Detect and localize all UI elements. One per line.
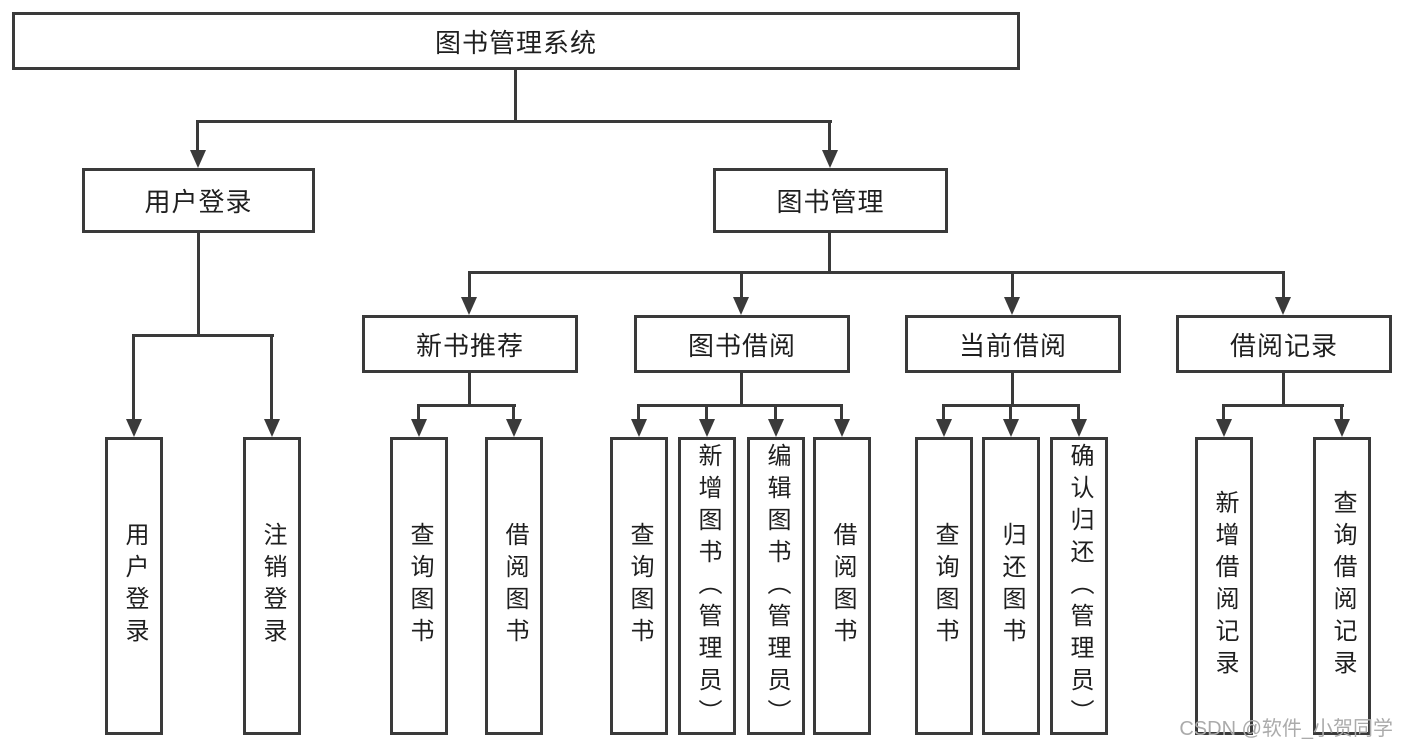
leaf-add-books-admin-label: 新增图书（管理员） xyxy=(694,443,721,731)
node-book-management: 图书管理 xyxy=(713,168,948,233)
leaf-user-login: 用户登录 xyxy=(105,437,163,735)
leaf-return-books: 归还图书 xyxy=(982,437,1040,735)
leaf-edit-books-admin: 编辑图书（管理员） xyxy=(747,437,805,735)
arrow-down-icon xyxy=(1275,297,1291,315)
arrow-down-icon xyxy=(126,419,142,437)
arrow-down-icon xyxy=(1216,419,1232,437)
node-root-system: 图书管理系统 xyxy=(12,12,1020,70)
connector-line xyxy=(1009,404,1012,421)
connector-line xyxy=(774,404,777,421)
node-user-login: 用户登录 xyxy=(82,168,315,233)
leaf-add-books-admin: 新增图书（管理员） xyxy=(678,437,736,735)
connector-line xyxy=(740,373,743,407)
arrow-down-icon xyxy=(768,419,784,437)
leaf-logout-login: 注销登录 xyxy=(243,437,301,735)
arrow-down-icon xyxy=(190,150,206,168)
connector-line xyxy=(637,404,640,421)
leaf-query-borrow-record-label: 查询借阅记录 xyxy=(1329,490,1356,682)
connector-line xyxy=(1222,404,1225,421)
connector-line xyxy=(197,233,200,336)
arrow-down-icon xyxy=(1071,419,1087,437)
connector-line xyxy=(132,334,135,422)
node-root-label: 图书管理系统 xyxy=(434,27,597,58)
connector-line xyxy=(1282,271,1285,299)
connector-line xyxy=(1222,404,1344,407)
leaf-query-books-newrec: 查询图书 xyxy=(390,437,448,735)
node-user-login-label: 用户登录 xyxy=(144,187,253,217)
connector-line xyxy=(196,120,832,123)
node-new-book-recommend: 新书推荐 xyxy=(362,315,578,373)
node-book-management-label: 图书管理 xyxy=(776,187,885,217)
leaf-borrow-books-borrowing-label: 借阅图书 xyxy=(829,522,856,650)
node-book-borrowing-label: 图书借阅 xyxy=(687,330,796,361)
connector-line xyxy=(740,271,743,299)
leaf-query-books-borrowing: 查询图书 xyxy=(610,437,668,735)
connector-line xyxy=(1077,404,1080,421)
connector-line xyxy=(942,404,945,421)
leaf-borrow-books-borrowing: 借阅图书 xyxy=(813,437,871,735)
connector-line xyxy=(1340,404,1343,421)
arrow-down-icon xyxy=(834,419,850,437)
connector-line xyxy=(417,404,420,421)
connector-line xyxy=(468,271,1285,274)
connector-line xyxy=(840,404,843,421)
leaf-return-books-label: 归还图书 xyxy=(998,522,1025,650)
arrow-down-icon xyxy=(733,297,749,315)
leaf-query-books-newrec-label: 查询图书 xyxy=(406,522,433,650)
arrow-down-icon xyxy=(461,297,477,315)
leaf-confirm-return-admin: 确认归还（管理员） xyxy=(1050,437,1108,735)
connector-line xyxy=(828,120,831,152)
leaf-query-books-current-label: 查询图书 xyxy=(931,522,958,650)
connector-line xyxy=(1282,373,1285,407)
node-book-borrowing: 图书借阅 xyxy=(634,315,850,373)
leaf-confirm-return-admin-label: 确认归还（管理员） xyxy=(1066,443,1093,731)
node-borrowing-records-label: 借阅记录 xyxy=(1229,330,1338,361)
connector-line xyxy=(1011,373,1014,407)
connector-line xyxy=(705,404,708,421)
csdn-watermark: CSDN @软件_小贺同学 xyxy=(1179,718,1393,740)
arrow-down-icon xyxy=(264,419,280,437)
leaf-add-borrow-record-label: 新增借阅记录 xyxy=(1211,490,1238,682)
leaf-edit-books-admin-label: 编辑图书（管理员） xyxy=(763,443,790,731)
connector-line xyxy=(828,233,831,274)
arrow-down-icon xyxy=(1004,297,1020,315)
connector-line xyxy=(468,271,471,299)
leaf-borrow-books-newrec-label: 借阅图书 xyxy=(501,522,528,650)
leaf-logout-login-label: 注销登录 xyxy=(259,522,286,650)
arrow-down-icon xyxy=(631,419,647,437)
connector-line xyxy=(417,404,516,407)
connector-line xyxy=(132,334,274,337)
connector-line xyxy=(468,373,471,407)
leaf-user-login-label: 用户登录 xyxy=(121,522,148,650)
arrow-down-icon xyxy=(1334,419,1350,437)
leaf-query-borrow-record: 查询借阅记录 xyxy=(1313,437,1371,735)
node-current-borrowing: 当前借阅 xyxy=(905,315,1121,373)
arrow-down-icon xyxy=(936,419,952,437)
node-new-book-recommend-label: 新书推荐 xyxy=(415,330,524,361)
arrow-down-icon xyxy=(822,150,838,168)
connector-line xyxy=(1011,271,1014,299)
connector-line xyxy=(637,404,843,407)
connector-line xyxy=(512,404,515,421)
arrow-down-icon xyxy=(506,419,522,437)
connector-line xyxy=(196,120,199,152)
leaf-add-borrow-record: 新增借阅记录 xyxy=(1195,437,1253,735)
node-borrowing-records: 借阅记录 xyxy=(1176,315,1392,373)
leaf-query-books-current: 查询图书 xyxy=(915,437,973,735)
node-current-borrowing-label: 当前借阅 xyxy=(958,330,1067,361)
connector-line xyxy=(270,334,273,422)
leaf-query-books-borrowing-label: 查询图书 xyxy=(626,522,653,650)
arrow-down-icon xyxy=(1003,419,1019,437)
connector-line xyxy=(514,70,517,122)
arrow-down-icon xyxy=(411,419,427,437)
leaf-borrow-books-newrec: 借阅图书 xyxy=(485,437,543,735)
arrow-down-icon xyxy=(699,419,715,437)
